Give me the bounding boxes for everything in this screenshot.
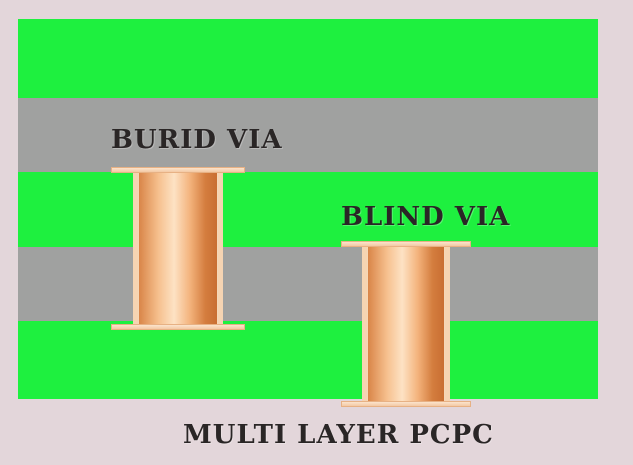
dielectric-layer-1 (18, 98, 598, 172)
blind-via (341, 241, 471, 407)
buried-via-label: BURID VIA (111, 125, 283, 155)
blind-via-top-pad (341, 241, 471, 247)
buried-via-top-pad (111, 167, 245, 173)
blind-via-barrel (362, 247, 450, 401)
buried-via (111, 167, 245, 330)
pcb-stackup (18, 19, 598, 399)
blind-via-bottom-pad (341, 401, 471, 407)
copper-layer-3 (18, 321, 598, 399)
dielectric-layer-2 (18, 247, 598, 321)
copper-layer-1 (18, 19, 598, 98)
buried-via-barrel (133, 173, 223, 324)
copper-layer-2 (18, 172, 598, 247)
diagram-caption: MULTI LAYER PCPC (183, 420, 494, 450)
buried-via-bottom-pad (111, 324, 245, 330)
blind-via-label: BLIND VIA (341, 202, 511, 232)
